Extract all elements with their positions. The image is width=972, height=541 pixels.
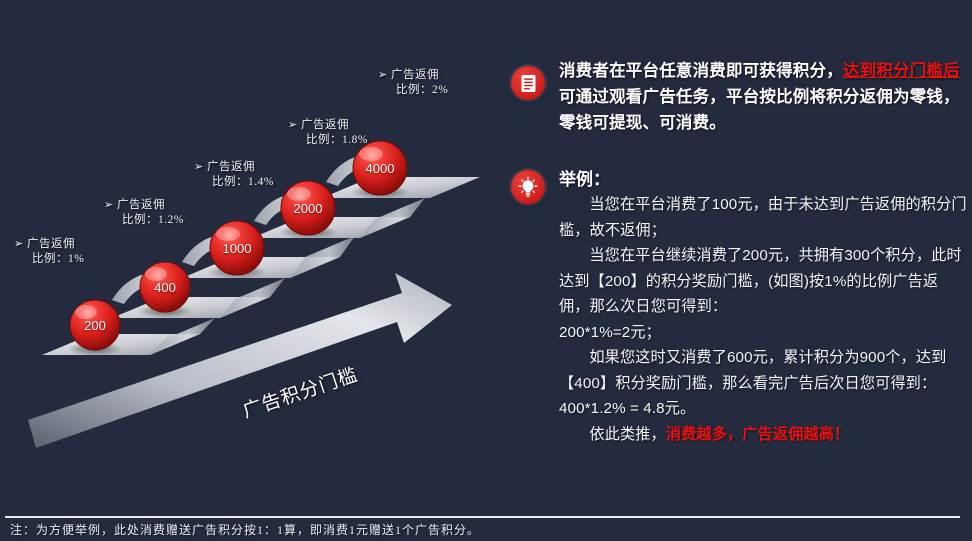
conclusion-prefix: 依此类推， xyxy=(589,425,666,443)
footer-divider xyxy=(5,516,960,518)
bullet-arrow-icon: ➢ xyxy=(194,161,204,173)
rate-label-2000: ➢广告返佣 比例：1.8% xyxy=(288,118,368,148)
rate-label-1000: ➢广告返佣 比例：1.4% xyxy=(194,160,274,190)
example-conclusion: 依此类推，消费越多，广告返佣越高！ xyxy=(559,422,967,448)
example-paragraph-4: 如果您这时又消费了600元，累计积分为900个，达到【400】积分奖励门槛，那么… xyxy=(559,349,947,417)
rate-label-400: ➢广告返佣 比例：1.2% xyxy=(104,198,184,228)
bullet-arrow-icon: ➢ xyxy=(378,69,388,81)
rate-label-1000-line1: 广告返佣 xyxy=(207,161,255,173)
rate-label-4000-line1: 广告返佣 xyxy=(391,69,439,81)
example-paragraph-3: 200*1%=2元； xyxy=(559,323,661,341)
rate-label-4000: ➢广告返佣 比例：2% xyxy=(378,68,448,98)
rate-label-2000-line2: 比例：1.8% xyxy=(306,134,368,146)
example-heading: 举例： xyxy=(559,170,610,189)
document-icon-glyph xyxy=(521,74,535,92)
rate-label-400-line2: 比例：1.2% xyxy=(122,214,184,226)
footnote: 注：为方便举例，此处消费赠送广告积分按1：1算，即消费1元赠送1个广告积分。 xyxy=(10,523,481,537)
document-icon xyxy=(511,66,545,100)
rate-label-200-line1: 广告返佣 xyxy=(27,238,75,250)
rate-label-1000-line2: 比例：1.4% xyxy=(212,176,274,188)
intro-paragraph: 消费者在平台任意消费即可获得积分，达到积分门槛后可通过观看广告任务，平台按比例将… xyxy=(559,58,967,136)
intro-seg-3: 可通过观看广告任务，平台按比例将积分返佣为零钱，零钱可提现、可消费。 xyxy=(559,88,960,132)
example-paragraph-2: 当您在平台继续消费了200元，共拥有300个积分，此时达到【200】的积分奖励门… xyxy=(559,247,962,315)
example-body: 当您在平台消费了100元，由于未达到广告返佣的积分门槛，故不返佣； 当您在平台继… xyxy=(559,192,967,447)
bullet-arrow-icon: ➢ xyxy=(288,119,298,131)
intro-block: 消费者在平台任意消费即可获得积分，达到积分门槛后可通过观看广告任务，平台按比例将… xyxy=(505,58,967,154)
conclusion-highlight: 消费越多，广告返佣越高！ xyxy=(665,425,850,443)
intro-highlight: 达到积分门槛后 xyxy=(842,62,960,80)
lightbulb-icon xyxy=(511,170,545,204)
intro-seg-1: 消费者在平台任意消费即可获得积分， xyxy=(559,62,843,80)
bullet-arrow-icon: ➢ xyxy=(14,238,24,250)
rate-label-200-line2: 比例：1% xyxy=(32,253,85,265)
rate-label-4000-line2: 比例：2% xyxy=(396,84,449,96)
example-block: 举例： 当您在平台消费了100元，由于未达到广告返佣的积分门槛，故不返佣； 当您… xyxy=(505,168,967,447)
staircase-diagram: 200 400 1000 2000 4000 ➢广告返佣 比例：1% ➢广告返佣… xyxy=(0,0,500,505)
threshold-balls xyxy=(69,140,408,351)
explanation-panel: 消费者在平台任意消费即可获得积分，达到积分门槛后可通过观看广告任务，平台按比例将… xyxy=(505,58,967,447)
trend-arrow xyxy=(28,273,452,448)
bullet-arrow-icon: ➢ xyxy=(104,199,114,211)
rate-label-400-line1: 广告返佣 xyxy=(117,199,165,211)
lightbulb-icon-glyph xyxy=(518,176,538,197)
rate-label-2000-line1: 广告返佣 xyxy=(301,119,349,131)
staircase-graphic xyxy=(28,140,480,448)
example-paragraph-1: 当您在平台消费了100元，由于未达到广告返佣的积分门槛，故不返佣； xyxy=(559,196,967,239)
rate-label-200: ➢广告返佣 比例：1% xyxy=(14,237,84,267)
